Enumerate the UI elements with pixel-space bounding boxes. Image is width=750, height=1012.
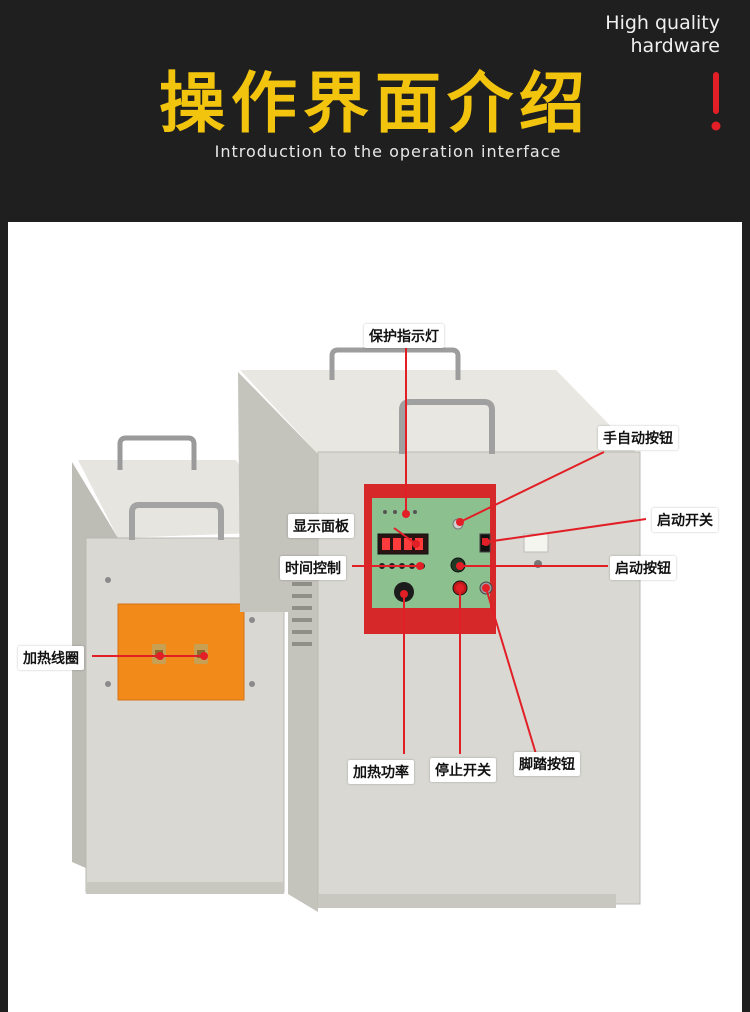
label-heating-power: 加热功率 xyxy=(348,760,414,784)
page-subtitle: Introduction to the operation interface xyxy=(214,142,562,161)
screw xyxy=(249,617,255,623)
label-heating-coil: 加热线圈 xyxy=(18,646,84,670)
label-start-button: 启动按钮 xyxy=(610,556,676,580)
label-protect-light: 保护指示灯 xyxy=(364,324,444,348)
page-title: 操作界面介绍 xyxy=(159,65,591,142)
label-display-panel: 显示面板 xyxy=(288,514,354,538)
callout-dots xyxy=(156,510,490,660)
screw xyxy=(105,577,111,583)
product-photo: 保护指示灯 手自动按钮 显示面板 启动开关 时间控制 启动按钮 加热线圈 加热功… xyxy=(8,222,742,1012)
callout-line-start-switch xyxy=(485,518,647,543)
protect-indicator-led xyxy=(393,510,397,514)
protect-indicator-led xyxy=(413,510,417,514)
display-digit xyxy=(404,538,412,550)
label-stop-switch: 停止开关 xyxy=(430,758,496,782)
large-cabinet-handle-front xyxy=(399,399,495,454)
label-start-switch: 启动开关 xyxy=(652,508,718,532)
large-cabinet xyxy=(238,347,641,912)
large-cabinet-vents xyxy=(292,582,312,646)
label-time-control: 时间控制 xyxy=(280,556,346,580)
small-cabinet-base xyxy=(86,882,284,894)
label-foot-button: 脚踏按钮 xyxy=(514,752,580,776)
heating-coil-panel xyxy=(117,603,245,701)
display-digit xyxy=(382,538,390,550)
small-cabinet-handle-back xyxy=(117,435,197,470)
callout-line-display xyxy=(393,527,417,545)
small-cabinet-handle-front xyxy=(129,502,224,540)
screw xyxy=(249,681,255,687)
screw xyxy=(105,681,111,687)
quality-badge-line2: hardware xyxy=(630,35,721,57)
display-digit xyxy=(393,538,401,550)
large-cabinet-base xyxy=(318,894,616,908)
quality-badge: High quality hardware xyxy=(605,12,720,58)
quality-badge-line1: High quality xyxy=(605,12,720,34)
protect-indicator-led xyxy=(383,510,387,514)
large-cabinet-top xyxy=(240,370,638,454)
header-banner: 操作界面介绍 Introduction to the operation int… xyxy=(0,0,750,222)
exclamation-icon xyxy=(711,72,721,131)
label-manual-auto-button: 手自动按钮 xyxy=(598,426,678,450)
large-cabinet-handle-back xyxy=(329,347,461,380)
callout-line-manual-auto xyxy=(459,451,605,523)
callout-line-foot-button xyxy=(485,587,537,755)
callout-lines xyxy=(92,344,647,755)
large-cabinet-side xyxy=(238,372,318,912)
machine-illustration xyxy=(72,344,647,912)
